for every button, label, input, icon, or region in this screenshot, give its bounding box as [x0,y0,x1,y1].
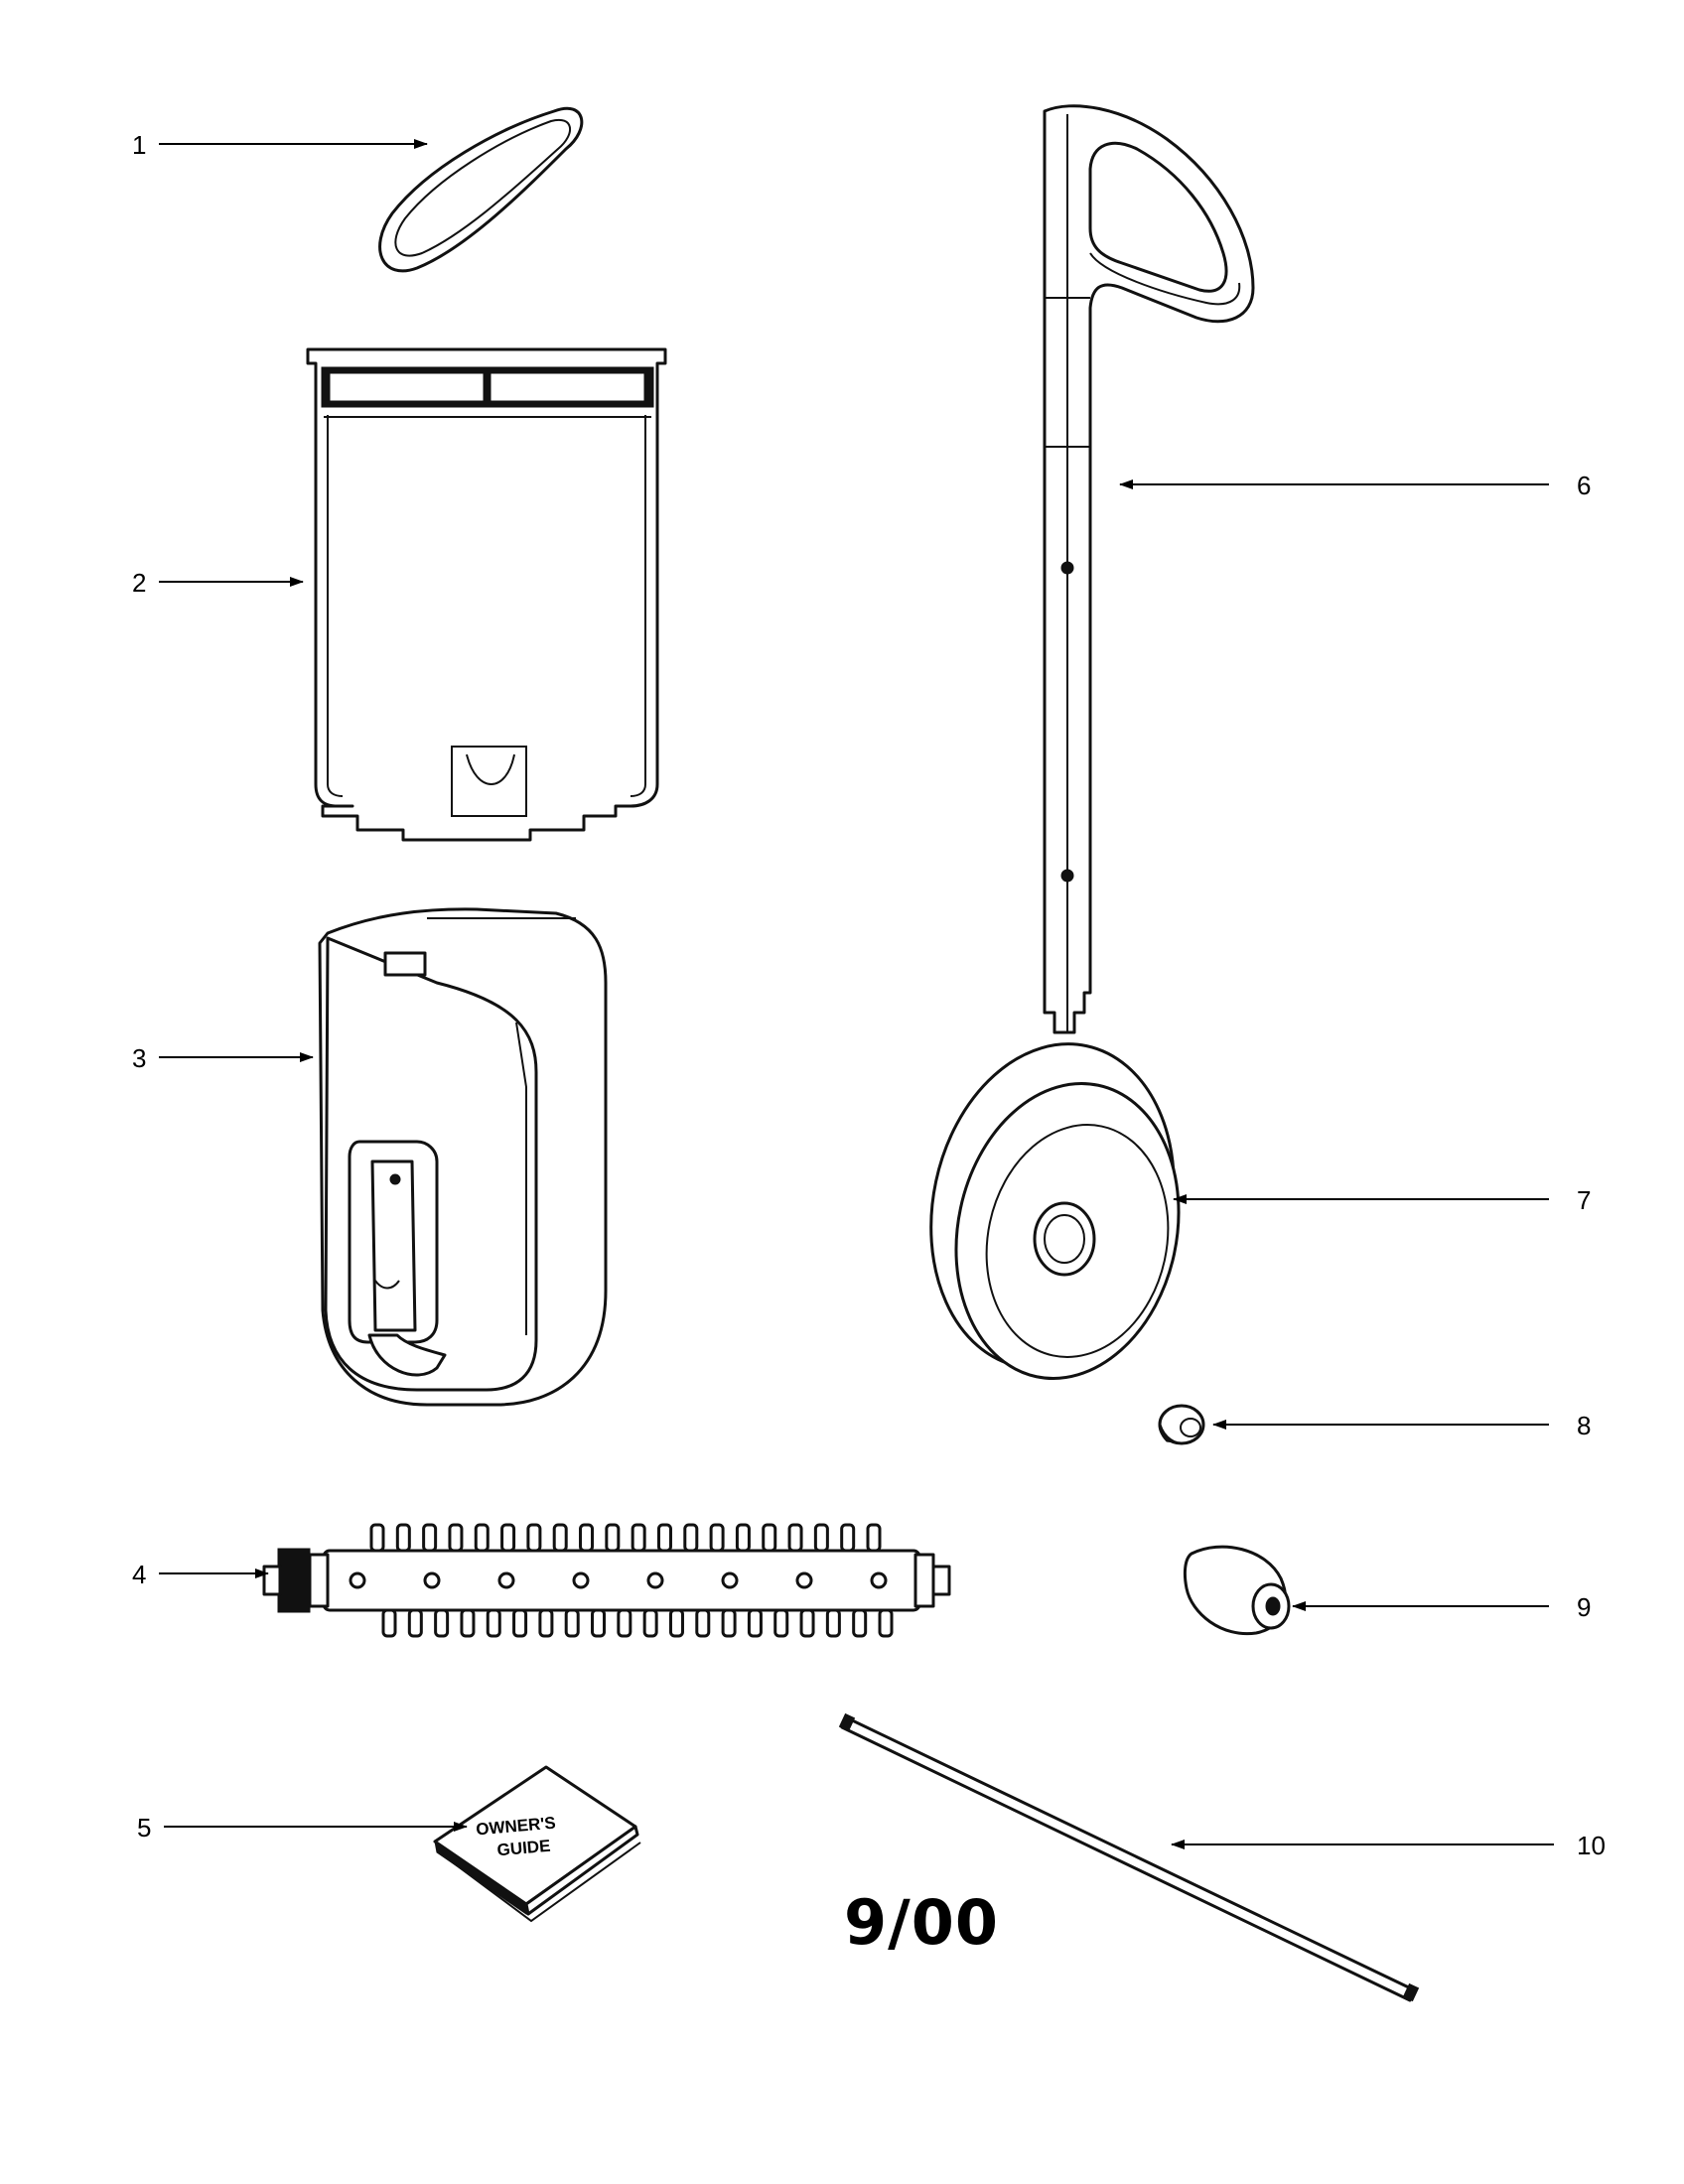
bristle-tuft [486,1608,501,1638]
bristle-tuft [579,1523,595,1553]
bristle-tuft [381,1608,397,1638]
bristle-tuft [695,1608,711,1638]
guide-title-line2: GUIDE [496,1837,551,1860]
bristle-tuft [852,1608,868,1638]
callout-10: 10 [1577,1831,1606,1860]
bristle-tuft [512,1608,528,1638]
callout-2: 2 [132,568,146,598]
bristle-tuft [526,1523,542,1553]
part-5-owners-guide: OWNER'S GUIDE [433,1765,641,1923]
part-8-bushing [1158,1404,1205,1445]
bristle-tuft [564,1608,580,1638]
callout-3: 3 [132,1043,146,1073]
brushroll-hole [795,1571,813,1589]
brushroll-hole [870,1571,888,1589]
brushroll-hole [497,1571,515,1589]
bristle-tuft [422,1523,438,1553]
bristle-tuft [656,1523,672,1553]
bristle-tuft [448,1523,464,1553]
part-10-axle-rod [838,1712,1420,2002]
brushroll-hole [349,1571,366,1589]
brushroll-hole [572,1571,590,1589]
bristle-tuft [591,1608,607,1638]
bristle-tuft [460,1608,476,1638]
bristle-tuft [407,1608,423,1638]
part-6-handle [1043,104,1255,1034]
bristle-tuft [866,1523,882,1553]
bristle-tuft [631,1523,646,1553]
bristle-tuft [813,1523,829,1553]
callout-1: 1 [132,130,146,160]
bristle-tuft [825,1608,841,1638]
bristle-tuft [500,1523,516,1553]
bristle-tuft [683,1523,699,1553]
bristle-tuft [787,1523,803,1553]
brushroll-hole [423,1571,441,1589]
bristle-tuft [840,1523,856,1553]
part-9-roller [1183,1545,1291,1636]
callout-5: 5 [137,1813,151,1843]
bristle-tuft [878,1608,894,1638]
callout-7: 7 [1577,1185,1591,1215]
revision-date: 9/00 [844,1886,1000,1959]
part-2-bag-housing [306,347,667,842]
bristle-tuft [538,1608,554,1638]
bristle-tuft [799,1608,815,1638]
bristle-tuft [605,1523,621,1553]
bristle-tuft [735,1523,751,1553]
bristle-tuft [552,1523,568,1553]
bristle-tuft [747,1608,763,1638]
callout-9: 9 [1577,1592,1591,1622]
callout-6: 6 [1577,471,1591,500]
bristle-tuft [668,1608,684,1638]
bristle-tuft [721,1608,737,1638]
bristle-tuft [642,1608,658,1638]
bristle-tuft [773,1608,789,1638]
part-1-belt [378,106,584,273]
part-7-wheel [929,1042,1181,1380]
bristle-tuft [474,1523,490,1553]
callout-8: 8 [1577,1411,1591,1440]
bristle-tuft [762,1523,777,1553]
bristle-tuft [434,1608,450,1638]
bristle-tuft [617,1608,632,1638]
brushroll-hole [646,1571,664,1589]
bristle-tuft [709,1523,725,1553]
callout-4: 4 [132,1560,146,1589]
part-3-bag-cover [318,907,608,1407]
brushroll-hole [721,1571,739,1589]
bristle-tuft [369,1523,385,1553]
bristle-tuft [395,1523,411,1553]
part-4-brushroll [262,1523,951,1638]
